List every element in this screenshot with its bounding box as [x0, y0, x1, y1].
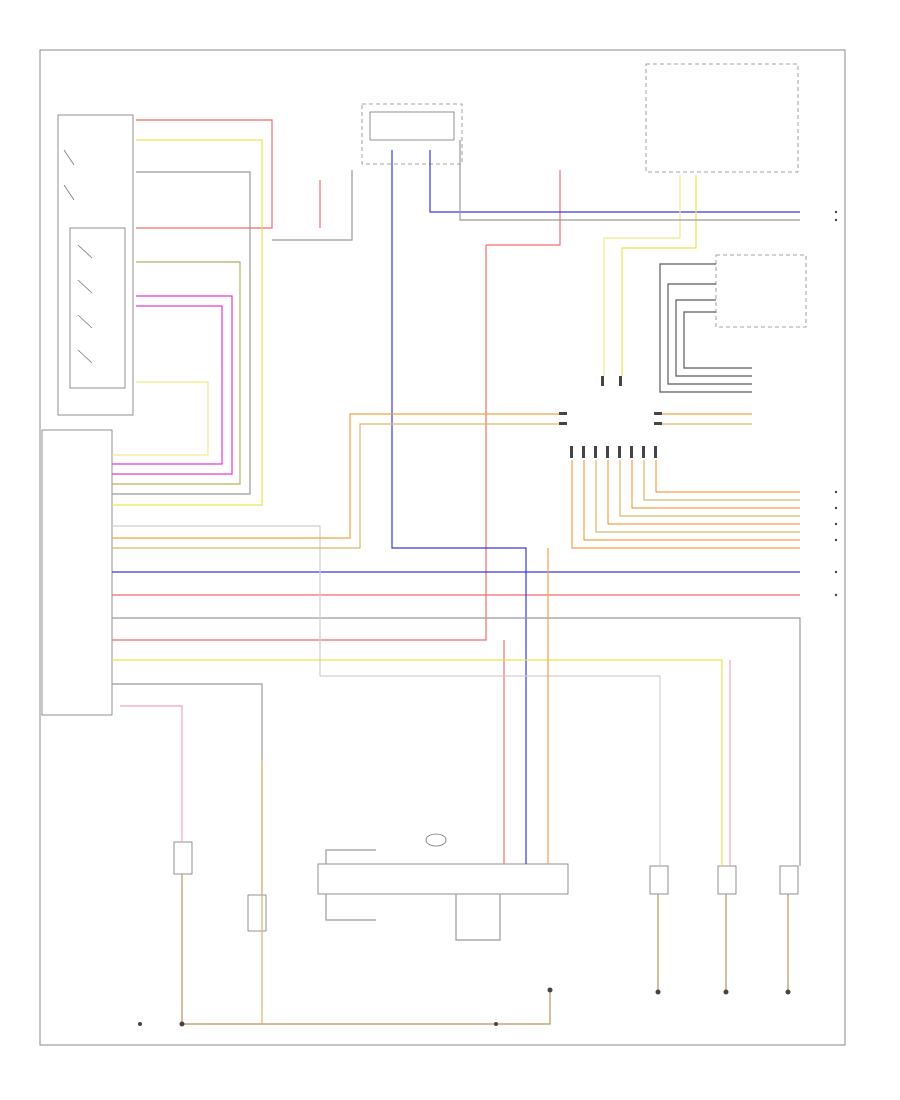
lamp-housing-2 — [717, 865, 737, 895]
switch-contacts — [63, 149, 93, 364]
wire-gray-fuse — [272, 170, 353, 241]
wire-yellow-switch2 — [112, 381, 209, 456]
lamp-housing-left — [173, 841, 193, 875]
wire-orange-1 — [112, 413, 562, 539]
lamp-housing-1 — [649, 865, 669, 895]
wire-black-bundle-4 — [683, 311, 752, 369]
relay-module-box — [715, 254, 807, 328]
wire-olive-1 — [112, 261, 241, 485]
fuse-panel-inner — [369, 111, 455, 141]
connector-group-top — [559, 376, 662, 425]
light-switch-box — [57, 114, 134, 416]
wire-orange-fan-5 — [619, 460, 800, 517]
lamp-housing-mid — [247, 894, 267, 932]
fuse-panel-box — [361, 103, 463, 165]
diagram-frame — [39, 49, 846, 1046]
wire-yellow-switch — [112, 139, 263, 506]
wire-orange-fan-4 — [607, 460, 800, 525]
ground-points — [138, 987, 791, 1027]
wire-blue-main — [391, 150, 527, 864]
wire-gray-top — [459, 140, 800, 221]
wire-gray-dash — [112, 525, 661, 866]
wire-yellow-cluster — [621, 175, 697, 376]
wire-red-right — [486, 170, 561, 246]
rear-lamp-module-box — [317, 863, 569, 895]
connector-fan-row — [570, 446, 657, 458]
wire-brown-ground — [181, 874, 551, 1025]
wire-orange-fan-1 — [571, 460, 800, 549]
wire-red-vertical — [112, 245, 487, 641]
wire-orange-fan-8 — [655, 460, 800, 493]
wire-module-bottom-2 — [455, 894, 501, 941]
wire-orange-fan-2 — [583, 460, 800, 541]
wire-gray-switch — [112, 171, 251, 495]
wire-orange-fan-6 — [631, 460, 800, 509]
sensor-symbol — [425, 833, 447, 847]
wire-pink-left — [120, 705, 183, 842]
instrument-cluster-box — [645, 63, 799, 173]
wire-orange-fan-3 — [595, 460, 800, 533]
wire-black-bundle-3 — [675, 299, 752, 377]
wire-gray-module — [112, 683, 263, 895]
wire-blue-fuse — [429, 150, 800, 213]
wire-module-links — [325, 849, 376, 864]
wire-red-feed — [136, 119, 273, 229]
wire-yellow-cluster2 — [603, 175, 681, 376]
headlight-switch-inner — [69, 227, 126, 389]
wire-yellow-bottom — [112, 659, 723, 866]
wire-magenta-2 — [112, 305, 223, 465]
wire-black-bundle-1 — [659, 263, 752, 393]
lamp-housing-3 — [779, 865, 799, 895]
wire-black-bundle-2 — [667, 283, 752, 385]
wire-orange-fan-7 — [643, 460, 800, 501]
wire-magenta-1 — [112, 295, 233, 475]
control-module-box — [41, 429, 113, 716]
wire-orange-2 — [112, 423, 562, 549]
wire-gray-right — [112, 617, 801, 866]
wire-module-bottom — [325, 894, 376, 921]
right-edge-arrows — [834, 210, 838, 597]
